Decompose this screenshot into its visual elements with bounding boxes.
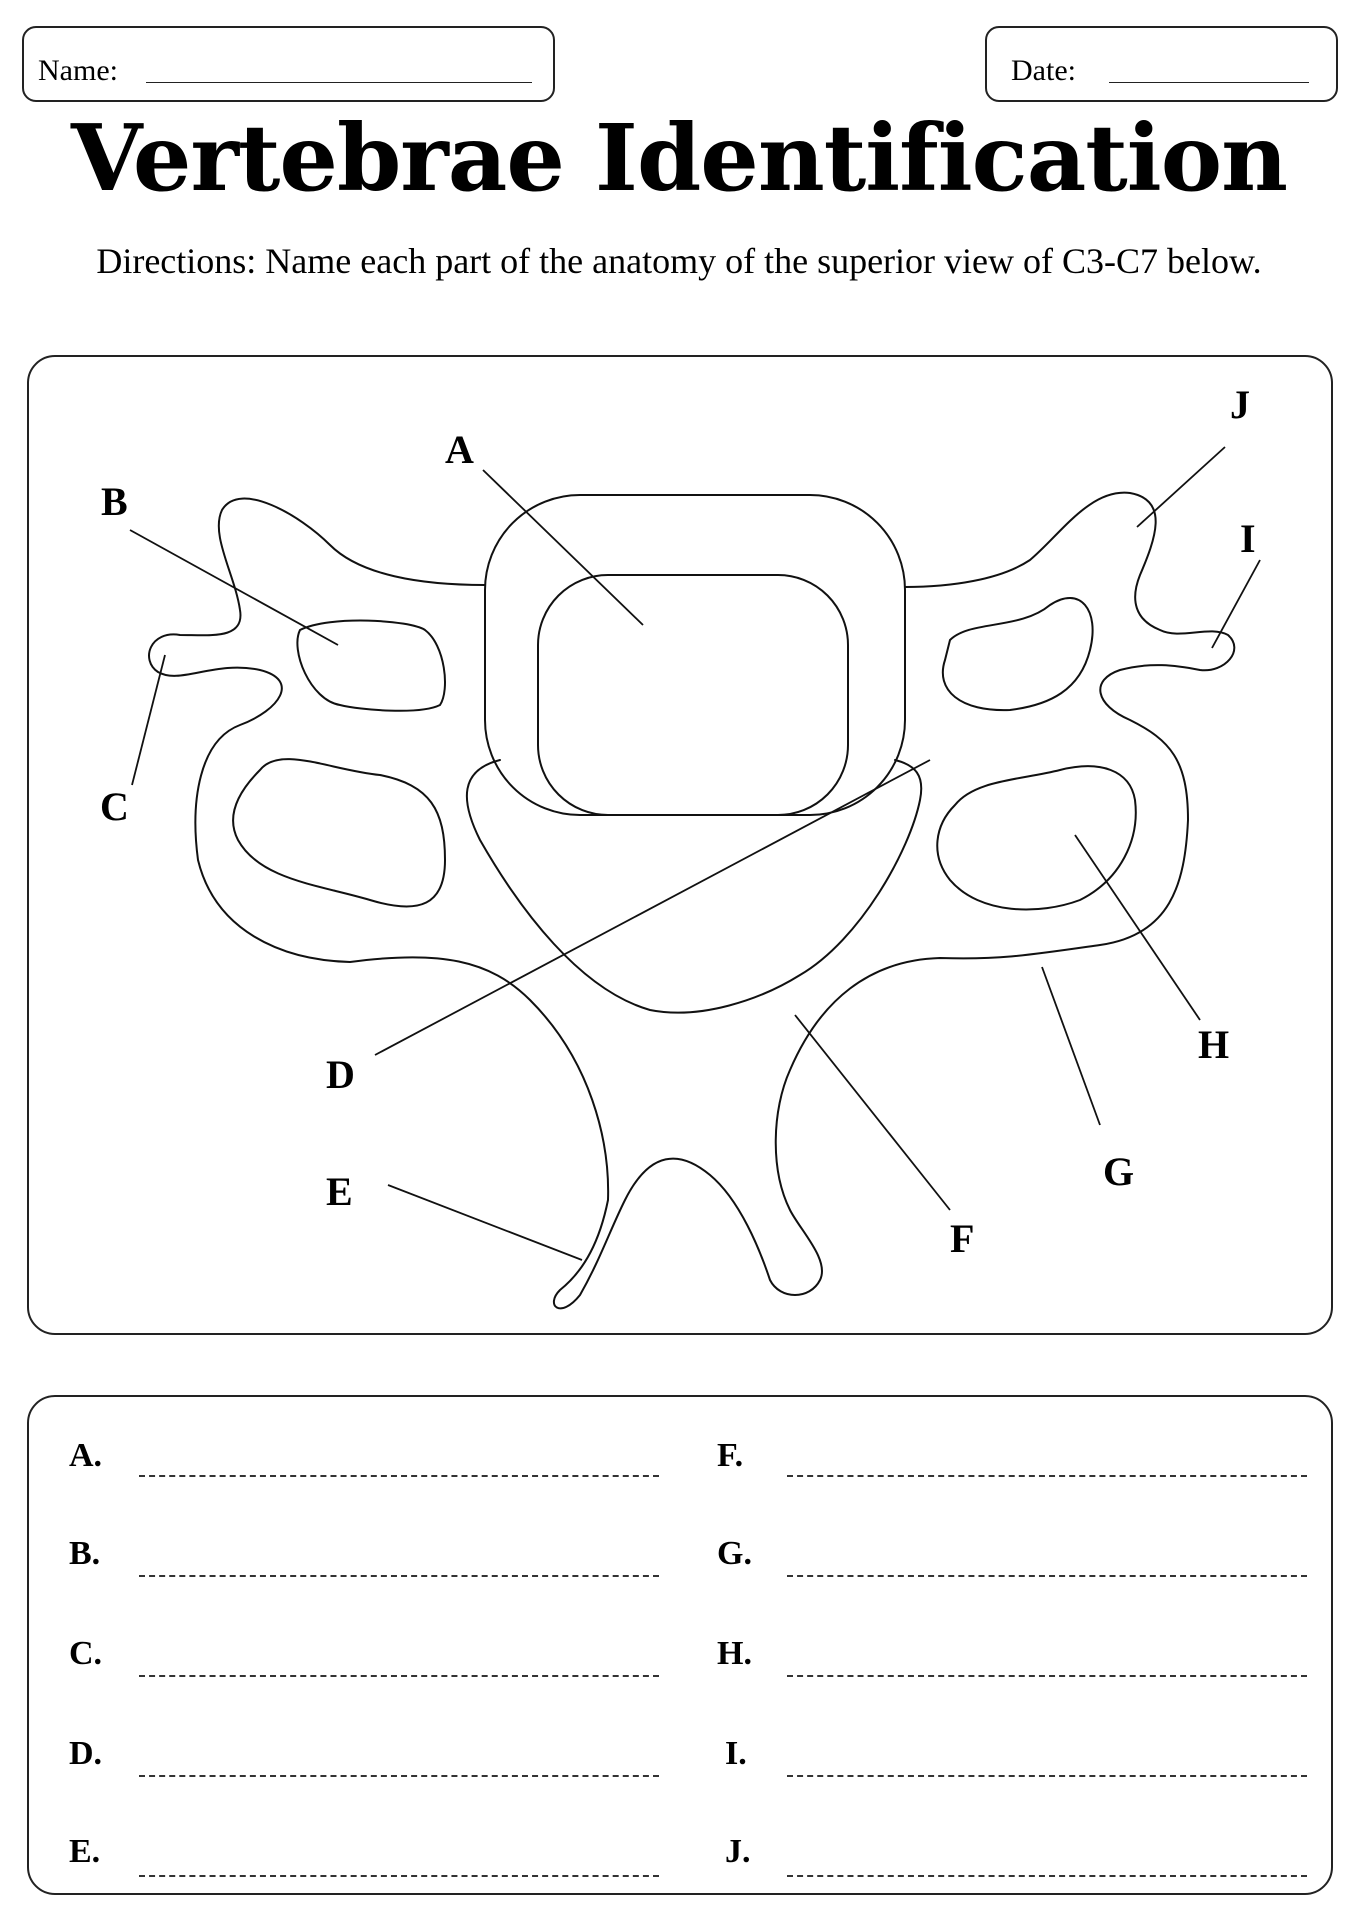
vertebral-arch [466,759,923,1014]
leader-a [482,469,644,626]
vertebral-body [484,494,906,816]
answer-label-b: B. [69,1535,101,1572]
name-box: Name: [22,26,555,102]
leader-f [794,1014,951,1211]
callout-f: F [950,1216,974,1261]
leader-d [374,759,931,1056]
date-label: Date: [1011,54,1076,87]
callout-c: C [100,784,129,829]
right-facet [936,765,1137,911]
answer-field-d[interactable] [139,1775,659,1777]
answer-label-g: G. [717,1535,752,1572]
callout-b: B [101,479,128,524]
callout-a: A [445,427,474,472]
right-transverse-foramen [941,597,1094,712]
date-box: Date: [985,26,1338,102]
answer-label-j: J. [725,1833,751,1870]
diagram-frame [27,355,1333,1335]
answer-field-f[interactable] [787,1475,1307,1477]
answer-field-g[interactable] [787,1575,1307,1577]
vertebral-body-inner [537,574,849,816]
answer-field-j[interactable] [787,1875,1307,1877]
answer-label-i: I. [725,1735,747,1772]
name-label: Name: [38,54,118,87]
leader-c [131,654,166,786]
answers-frame: A. B. C. D. E. F. G. H. I. J. [27,1395,1333,1895]
vertebra-outline [148,491,1236,1310]
answer-label-h: H. [717,1635,752,1672]
callout-g: G [1103,1149,1134,1194]
left-facet [232,758,446,908]
answer-label-f: F. [717,1437,744,1474]
leader-i [1211,559,1261,649]
name-field[interactable] [146,82,532,83]
answer-field-e[interactable] [139,1875,659,1877]
answer-field-b[interactable] [139,1575,659,1577]
answer-field-h[interactable] [787,1675,1307,1677]
leader-b [129,529,339,646]
page-title: Vertebrae Identification [70,104,1288,212]
callout-j: J [1230,382,1250,427]
callout-h: H [1198,1022,1229,1067]
callout-e: E [326,1169,353,1214]
answer-field-a[interactable] [139,1475,659,1477]
leader-e [387,1184,583,1261]
directions-text: Directions: Name each part of the anatom… [96,241,1262,281]
leader-g [1041,966,1101,1126]
answer-field-c[interactable] [139,1675,659,1677]
left-transverse-foramen [296,619,446,712]
callout-d: D [326,1052,355,1097]
answer-label-d: D. [69,1735,103,1772]
answer-label-e: E. [69,1833,101,1870]
answer-label-c: C. [69,1635,103,1672]
answer-label-a: A. [69,1437,103,1474]
date-field[interactable] [1109,82,1309,83]
leader-h [1074,834,1201,1021]
callout-i: I [1240,516,1256,561]
answer-field-i[interactable] [787,1775,1307,1777]
leader-j [1136,446,1226,528]
